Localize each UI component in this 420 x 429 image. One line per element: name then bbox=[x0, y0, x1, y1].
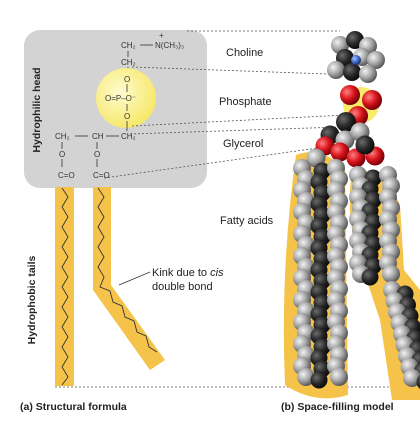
oxygen-atom bbox=[362, 90, 382, 110]
glycerol-right-text: CH₂ bbox=[121, 132, 136, 141]
glycerol-left-text: CH₂ bbox=[55, 132, 70, 141]
kink-pointer-line bbox=[118, 271, 151, 286]
phosphate-o-top: O bbox=[124, 75, 130, 84]
kinked-tail-band bbox=[93, 187, 165, 370]
kink-label-italic: cis bbox=[210, 267, 224, 279]
carbon-atom bbox=[343, 63, 361, 81]
carbon-hydrogen-atom bbox=[367, 51, 385, 69]
phosphate-label: Phosphate bbox=[219, 96, 272, 108]
glycerol-leader-bottom bbox=[103, 147, 319, 179]
glycerol-mid-text: CH bbox=[92, 132, 104, 141]
space-filling-model bbox=[283, 31, 420, 400]
caption-structural: (a) Structural formula bbox=[20, 401, 127, 413]
choline-charge-text: + bbox=[159, 31, 164, 40]
leader-lines bbox=[103, 30, 357, 179]
kinked-tail-zigzag bbox=[97, 187, 158, 353]
oxygen-atom bbox=[330, 142, 350, 162]
phosphate-leader-top bbox=[131, 66, 357, 76]
component-labels: Choline Phosphate Glycerol Fatty acids K… bbox=[152, 47, 274, 293]
carbon-hydrogen-atom bbox=[382, 265, 400, 283]
kink-label-text: Kink due to bbox=[152, 267, 210, 279]
carbon-atom bbox=[336, 112, 356, 132]
caption-space-filling: (b) Space-filling model bbox=[281, 401, 394, 413]
carbon-hydrogen-atom bbox=[359, 65, 377, 83]
glycerol-label: Glycerol bbox=[223, 138, 263, 150]
carbon-hydrogen-atom bbox=[330, 368, 348, 386]
ch2-lower-text: CH₂ bbox=[121, 58, 136, 67]
oxygen-atom bbox=[340, 85, 360, 105]
carbon-atom bbox=[310, 371, 328, 389]
atom-spheres bbox=[293, 31, 420, 389]
carbon-hydrogen-atom bbox=[327, 61, 345, 79]
hydrophilic-head-label: Hydrophilic head bbox=[31, 67, 43, 152]
choline-label: Choline bbox=[226, 47, 263, 59]
carbon-hydrogen-atom bbox=[403, 369, 420, 387]
straight-tail-zigzag bbox=[61, 187, 69, 386]
choline-n-text: N(CH₃)₃ bbox=[155, 41, 184, 50]
phosphate-leader-bottom bbox=[131, 114, 346, 127]
glycerol-leader-top bbox=[129, 126, 341, 135]
carbonyl-left-text: C=O bbox=[58, 171, 75, 180]
carbon-atom bbox=[361, 268, 379, 286]
phosphate-core-text: O=P–O⁻ bbox=[105, 94, 136, 103]
phosphate-highlight-circle bbox=[96, 68, 156, 128]
hydrophobic-tails-label: Hydrophobic tails bbox=[26, 256, 38, 345]
nitrogen-atom bbox=[351, 55, 361, 65]
carbon-hydrogen-atom bbox=[297, 368, 315, 386]
carbon-atom bbox=[355, 135, 375, 155]
ester-o-left: O bbox=[59, 150, 65, 159]
phosphate-o-bottom: O bbox=[124, 112, 130, 121]
ester-o-right: O bbox=[94, 150, 100, 159]
kink-label: Kink due to cis bbox=[152, 267, 224, 279]
fatty-acids-label: Fatty acids bbox=[220, 215, 274, 227]
kink-label-line2: double bond bbox=[152, 281, 213, 293]
choline-ch2-text: CH₂ bbox=[121, 41, 136, 50]
structural-formula: Hydrophilic head CH₂ N(CH₃)₃ + CH₂ O O=P… bbox=[24, 30, 415, 388]
straight-tail-band bbox=[55, 187, 74, 386]
carbonyl-right-text: C=O bbox=[93, 171, 110, 180]
carbon-atom bbox=[416, 375, 420, 389]
